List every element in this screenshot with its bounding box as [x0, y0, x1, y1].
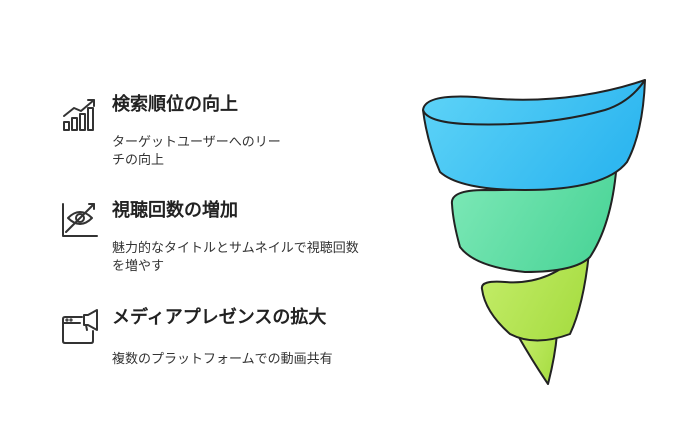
item-description: ターゲットユーザーへのリー チの向上 — [112, 134, 312, 170]
funnel-band-middle — [450, 159, 618, 273]
spiral-funnel-graphic — [422, 79, 646, 385]
funnel-band-bottom — [480, 241, 591, 342]
item-title: メディアプレゼンスの拡大 — [112, 307, 327, 328]
item-title: 検索順位の向上 — [112, 94, 238, 115]
description-line: ターゲットユーザーへのリー — [112, 135, 281, 150]
item-description: 複数のプラットフォームでの動画共有 — [112, 351, 412, 369]
browser-megaphone-icon — [62, 309, 98, 344]
item-title: 視聴回数の増加 — [112, 200, 238, 221]
growth-chart-icon — [63, 99, 95, 131]
description-line: 複数のプラットフォームでの動画共有 — [112, 352, 333, 367]
item-description: 魅力的なタイトルとサムネイルで視聴回数 を増やす — [112, 240, 412, 276]
funnel-band-top-inner — [422, 79, 646, 126]
description-line: チの向上 — [112, 153, 165, 168]
description-line: 魅力的なタイトルとサムネイルで視聴回数 — [112, 241, 359, 256]
eye-chart-icon — [62, 203, 98, 237]
description-line: を増やす — [112, 259, 165, 274]
funnel-band-top — [422, 79, 646, 191]
